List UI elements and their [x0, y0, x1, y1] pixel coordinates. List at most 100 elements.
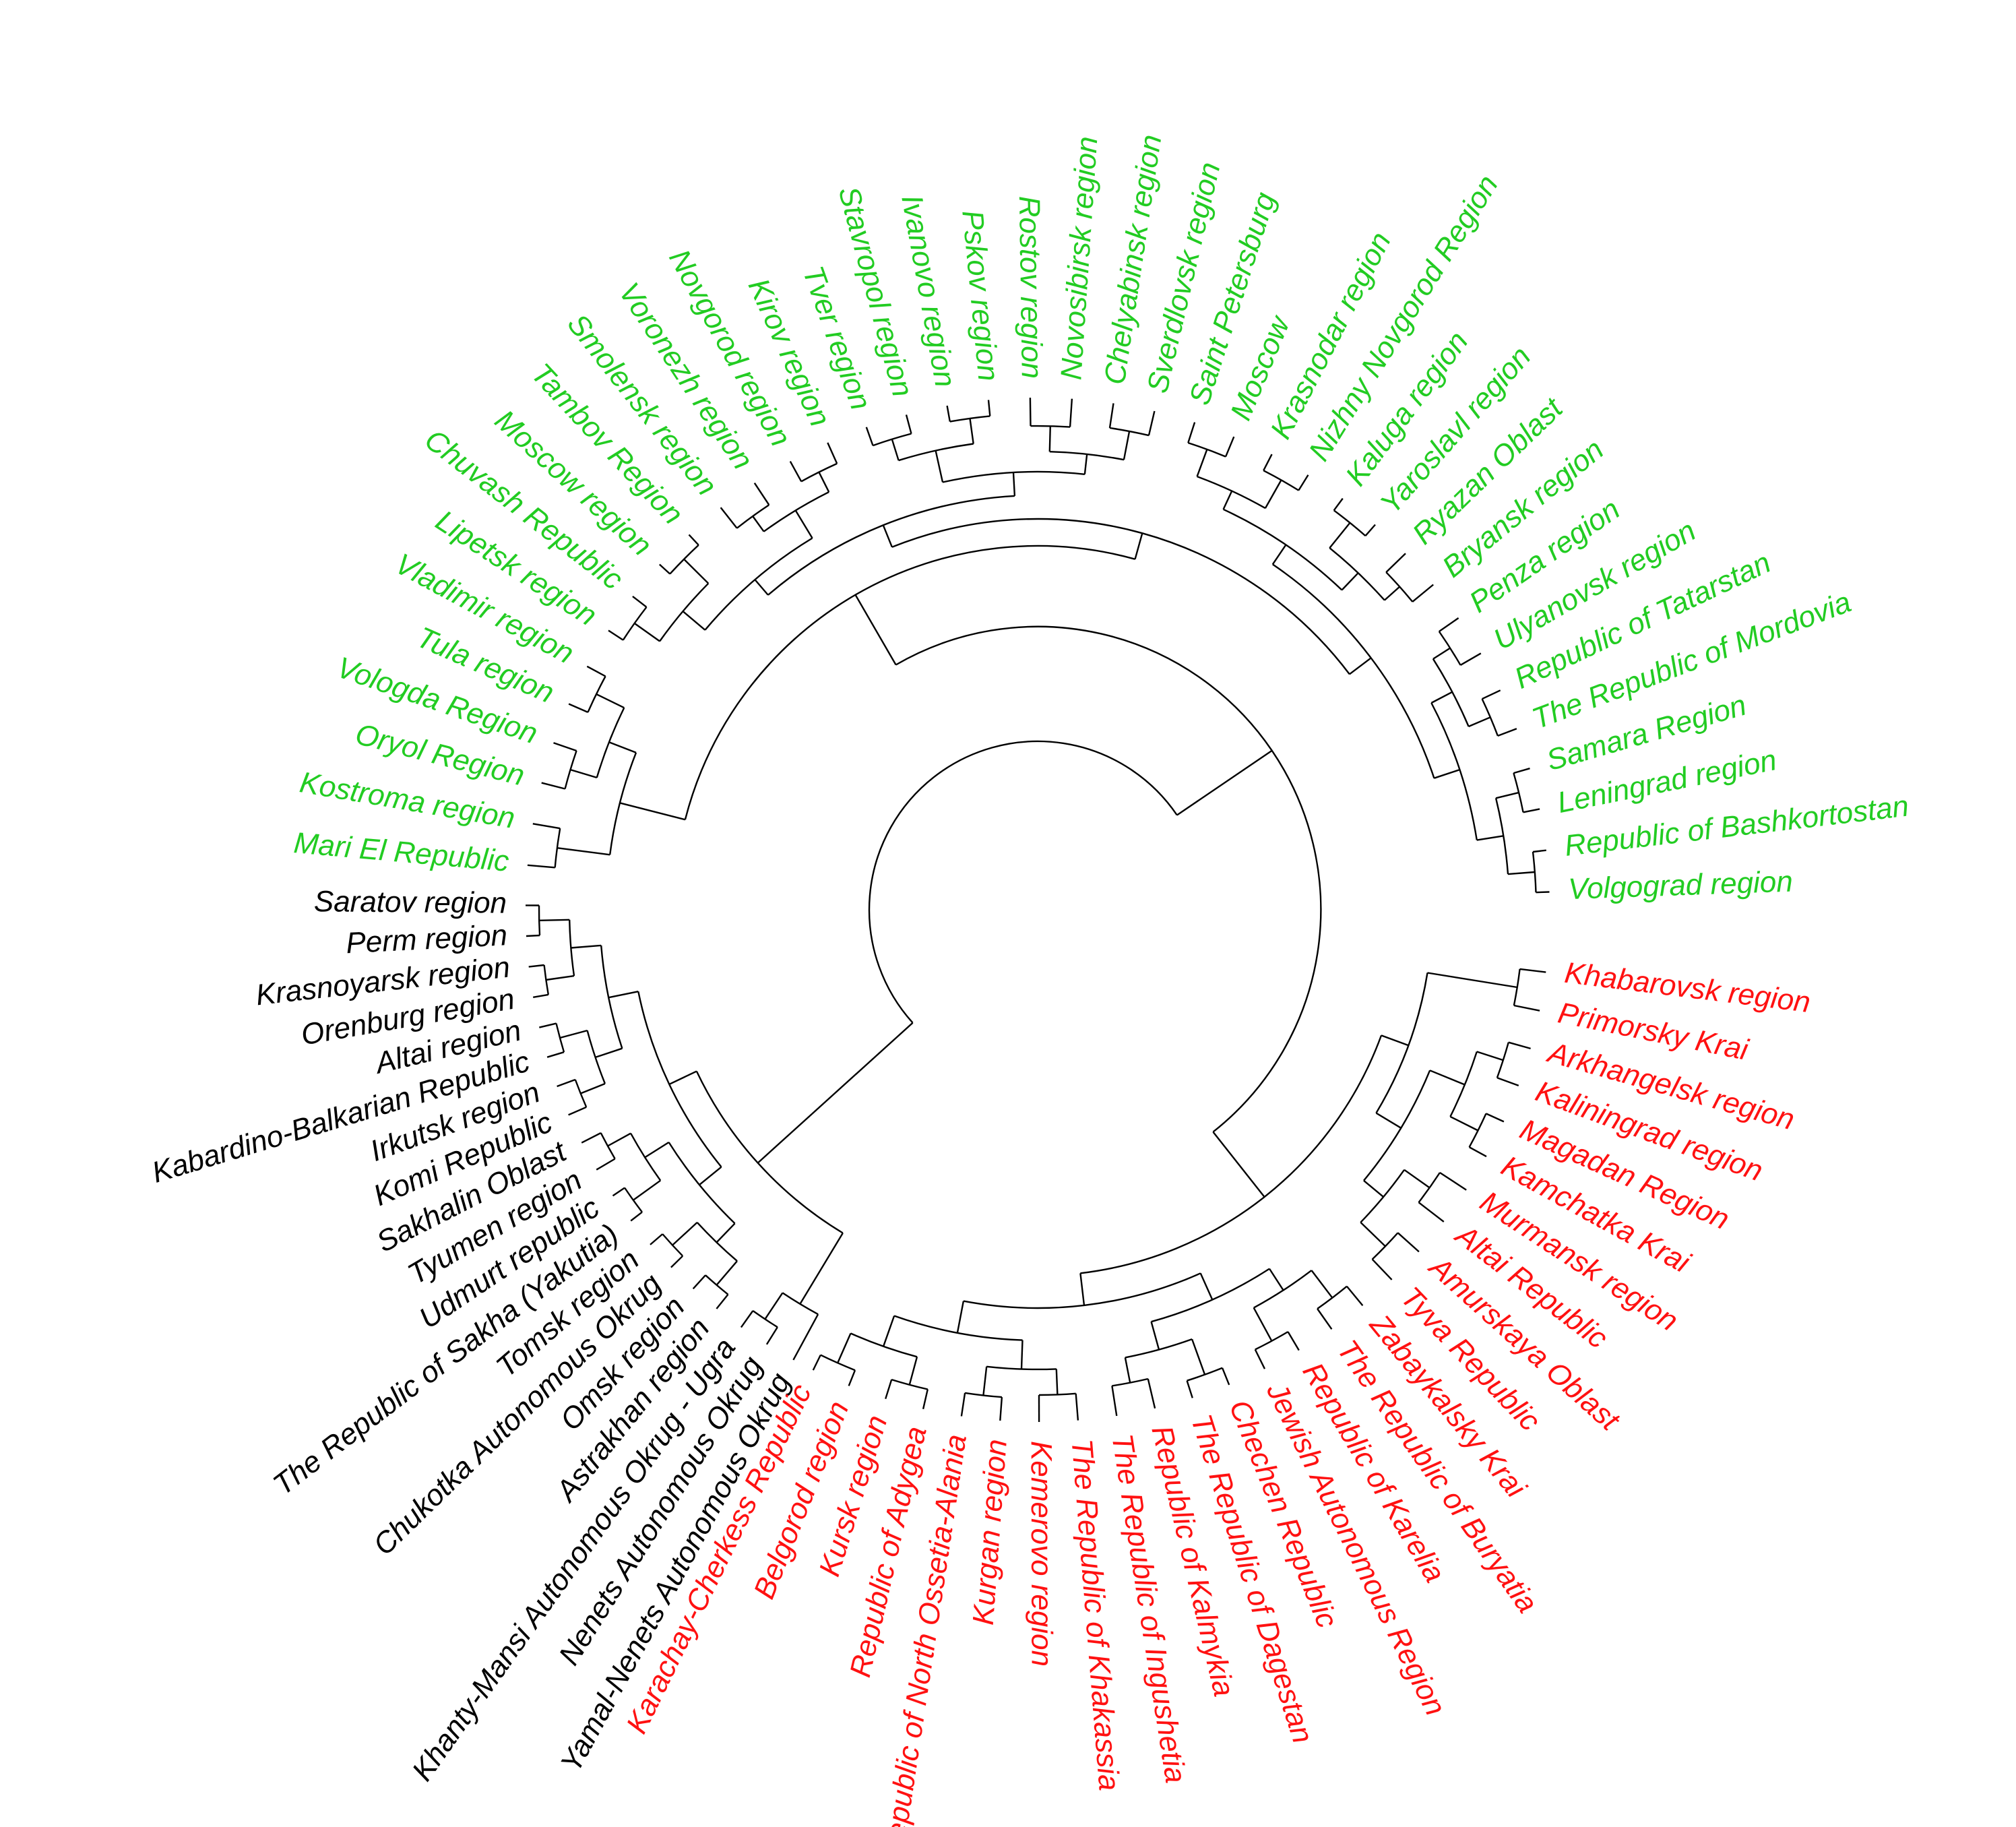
branch [716, 1222, 736, 1243]
leaf-label: Rostov region [1013, 195, 1048, 379]
branch [1449, 1115, 1479, 1132]
branch-arc [1418, 1172, 1441, 1203]
branch-arc [736, 504, 769, 529]
branch [1212, 1131, 1265, 1198]
leaf-label: Saratov region [314, 885, 507, 919]
branch [1186, 1380, 1193, 1398]
branch [757, 1022, 914, 1164]
branch [527, 864, 555, 869]
branch-arc [1272, 563, 1435, 779]
branch [1439, 1171, 1467, 1191]
branch [688, 534, 699, 546]
branch [1476, 835, 1504, 841]
branch [532, 993, 549, 998]
branch [1523, 808, 1540, 813]
branch-arc [554, 828, 561, 868]
branch-arc [1468, 1113, 1487, 1148]
branch-arc [1481, 698, 1499, 737]
branch [1191, 1338, 1206, 1375]
branch [812, 1355, 821, 1371]
branch [1364, 524, 1376, 536]
branch [792, 1313, 819, 1361]
branch [1268, 1268, 1284, 1291]
branch [789, 461, 802, 482]
branch [1495, 791, 1519, 799]
branch [1519, 968, 1546, 973]
branch [1199, 1272, 1214, 1301]
branch [799, 1232, 844, 1305]
branch [882, 1315, 895, 1347]
branch [1375, 1112, 1401, 1129]
branch [818, 472, 830, 493]
branch [586, 665, 606, 677]
branch [1469, 1146, 1487, 1158]
branch-arc [538, 905, 541, 936]
branch [1012, 472, 1016, 496]
branch [608, 741, 637, 753]
branch [1111, 1386, 1118, 1417]
branch [658, 563, 671, 575]
branch [1385, 553, 1406, 573]
branch-arc [891, 518, 1350, 675]
branch [1397, 1232, 1420, 1253]
branch [596, 693, 625, 709]
branch [596, 1158, 616, 1171]
branch [541, 782, 565, 790]
branch [557, 847, 610, 856]
branch [559, 1029, 588, 1039]
branch [1468, 716, 1491, 728]
branch [1532, 849, 1546, 853]
branch [1222, 491, 1233, 510]
branch [1271, 544, 1287, 565]
leaf-label: Mari El Republic [292, 826, 510, 878]
branch [633, 622, 660, 642]
branch [1459, 652, 1482, 666]
branch [1253, 1307, 1273, 1342]
branch [546, 1051, 565, 1058]
branch [752, 516, 765, 532]
branch-arc [1432, 658, 1470, 727]
branch [1333, 497, 1344, 512]
branch [632, 595, 648, 608]
branch [546, 974, 575, 981]
branch [1508, 1041, 1531, 1050]
branch [1434, 768, 1460, 779]
branch [1083, 454, 1088, 474]
branch [699, 1166, 722, 1186]
branch [1418, 1202, 1445, 1222]
branch [1263, 454, 1273, 471]
branch [1150, 1321, 1160, 1350]
branch [1224, 436, 1235, 458]
branch [1317, 1308, 1333, 1330]
branch [1439, 617, 1459, 632]
branch [607, 1132, 631, 1147]
branch-arc [600, 945, 623, 1049]
branch [1507, 871, 1535, 875]
branch-arc [1187, 441, 1226, 458]
branch-arc [895, 625, 1322, 1133]
branch-arc [868, 740, 1178, 1024]
branch [1147, 410, 1156, 436]
branch-arc [767, 495, 1015, 596]
branch [1430, 691, 1453, 704]
branch [969, 418, 974, 444]
leaf-label: Kemerovo region [1025, 1441, 1059, 1667]
branch [960, 1392, 966, 1417]
leaf-label: Novosibirsk region [1054, 135, 1104, 381]
branch-arc [659, 582, 710, 642]
branch-arc [555, 1023, 565, 1053]
branch [683, 558, 710, 584]
branch [1108, 403, 1114, 429]
branch [1287, 1331, 1300, 1351]
branch [753, 483, 770, 505]
branch [1311, 1270, 1333, 1299]
branch [882, 524, 893, 548]
branch-arc [543, 964, 549, 995]
branch [827, 442, 838, 464]
branch [644, 1141, 670, 1158]
branch [1371, 1258, 1393, 1280]
branch [1497, 1077, 1519, 1087]
leaf-label: Pskov region [955, 209, 1005, 383]
branch [720, 507, 738, 529]
branch [956, 1301, 965, 1334]
